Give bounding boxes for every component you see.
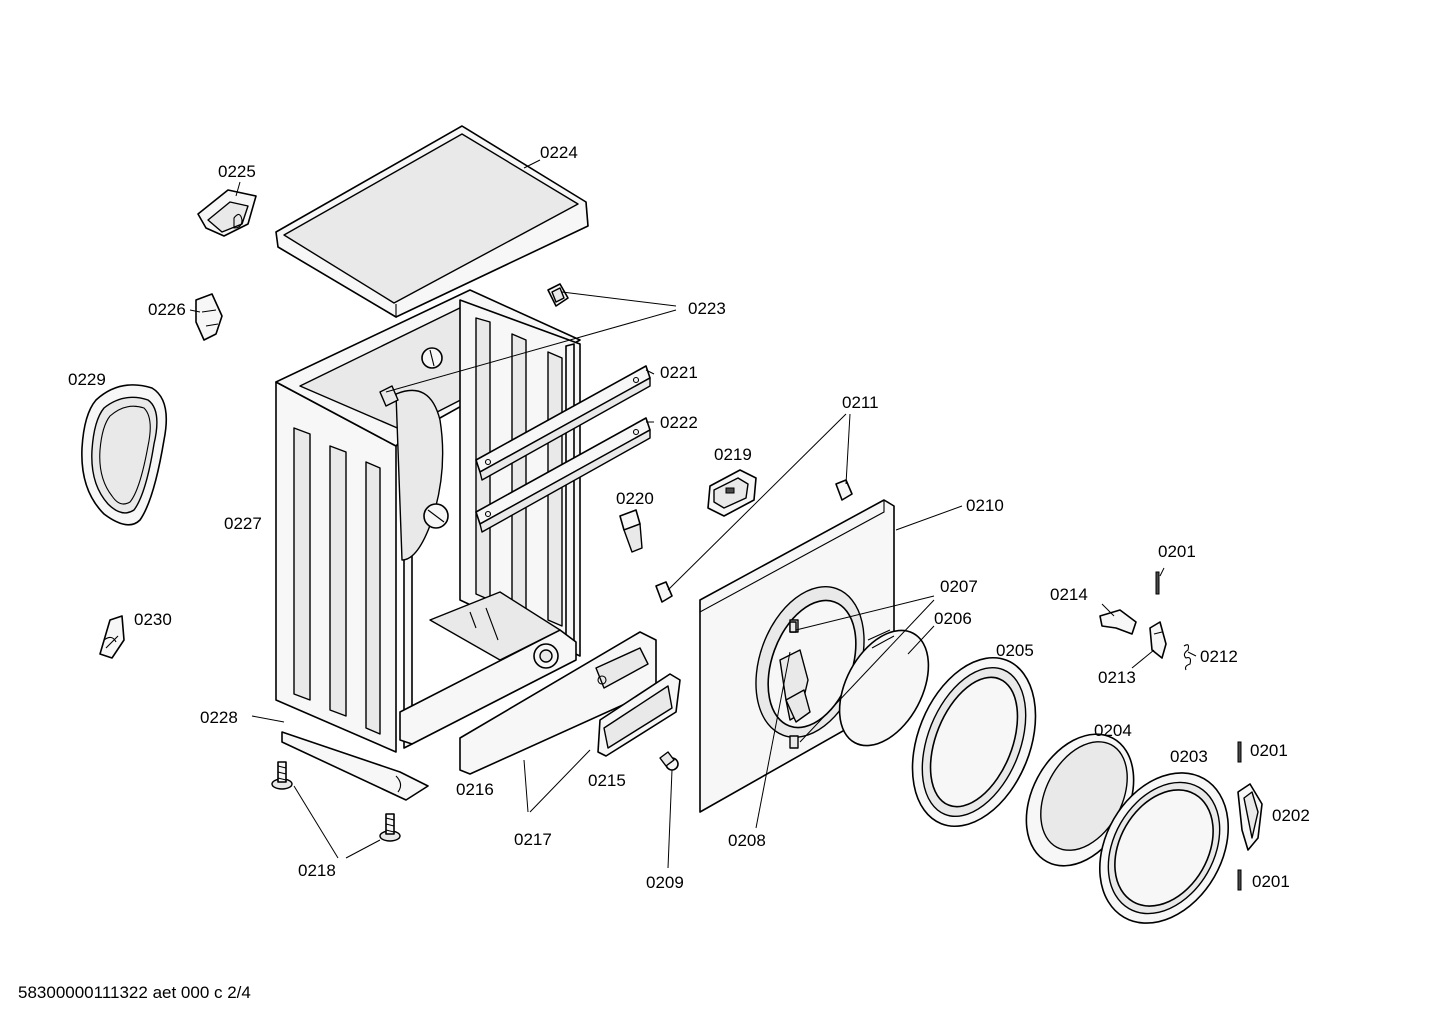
label-0210: 0210 [966, 496, 1004, 515]
part-0209-screw [659, 751, 679, 771]
label-0215: 0215 [588, 771, 626, 790]
label-0206: 0206 [934, 609, 972, 628]
label-0220: 0220 [616, 489, 654, 508]
part-0202-door-handle [1237, 783, 1263, 851]
label-0222: 0222 [660, 413, 698, 432]
label-0221: 0221 [660, 363, 698, 382]
label-0226: 0226 [148, 300, 186, 319]
part-0225-dispenser-handle [197, 189, 257, 237]
label-0205: 0205 [996, 641, 1034, 660]
label-0217: 0217 [514, 830, 552, 849]
label-0212: 0212 [1200, 647, 1238, 666]
label-0229: 0229 [68, 370, 106, 389]
label-0225: 0225 [218, 162, 256, 181]
label-0208: 0208 [728, 831, 766, 850]
part-0224-top-cover [275, 125, 589, 318]
label-0202: 0202 [1272, 806, 1310, 825]
part-0229-gasket [81, 384, 168, 526]
part-0211-clips [655, 479, 853, 603]
label-0207: 0207 [940, 577, 978, 596]
part-0219-door-lock [707, 469, 757, 517]
part-0203-outer-ring [1098, 772, 1230, 924]
label-0224: 0224 [540, 143, 578, 162]
label-0204: 0204 [1094, 721, 1132, 740]
part-labels: 0224 0225 0226 0223 0229 0221 0211 0222 … [68, 143, 1310, 892]
label-0216: 0216 [456, 780, 494, 799]
part-0207-markers [789, 621, 797, 633]
label-0218: 0218 [298, 861, 336, 880]
part-0228-base-plate [281, 731, 429, 801]
label-0230: 0230 [134, 610, 172, 629]
part-0230-fitting [99, 615, 125, 659]
label-0211: 0211 [842, 393, 879, 412]
label-0201-bottom: 0201 [1252, 872, 1290, 891]
part-0222-rail [475, 417, 651, 533]
label-0227: 0227 [224, 514, 262, 533]
part-0206-glass [838, 629, 930, 747]
label-0228: 0228 [200, 708, 238, 727]
leader-lines [189, 159, 1197, 869]
label-0201-top: 0201 [1158, 542, 1196, 561]
label-0214: 0214 [1050, 585, 1088, 604]
label-0219: 0219 [714, 445, 752, 464]
part-0223-clip [547, 283, 569, 307]
part-0226-clip [195, 293, 223, 341]
part-0220-connector [619, 509, 643, 553]
part-0214-hinge-lever [1099, 609, 1137, 635]
part-0218-feet [271, 761, 401, 842]
label-0209: 0209 [646, 873, 684, 892]
part-0227-cabinet [275, 289, 581, 753]
part-0213-hinge-bracket [1149, 621, 1167, 659]
part-0212-spring [1183, 644, 1192, 671]
label-0203: 0203 [1170, 747, 1208, 766]
part-0201-pins [1155, 571, 1242, 891]
part-0215-flap [597, 673, 681, 757]
label-0201-mid: 0201 [1250, 741, 1288, 760]
label-0213: 0213 [1098, 668, 1136, 687]
drawing-number: 58300000111322 aet 000 c 2/4 [18, 983, 251, 1002]
part-0221-rail [475, 365, 651, 481]
part-0205-door-ring [911, 656, 1037, 828]
part-0208-hinge [785, 689, 811, 723]
label-0223: 0223 [688, 299, 726, 318]
